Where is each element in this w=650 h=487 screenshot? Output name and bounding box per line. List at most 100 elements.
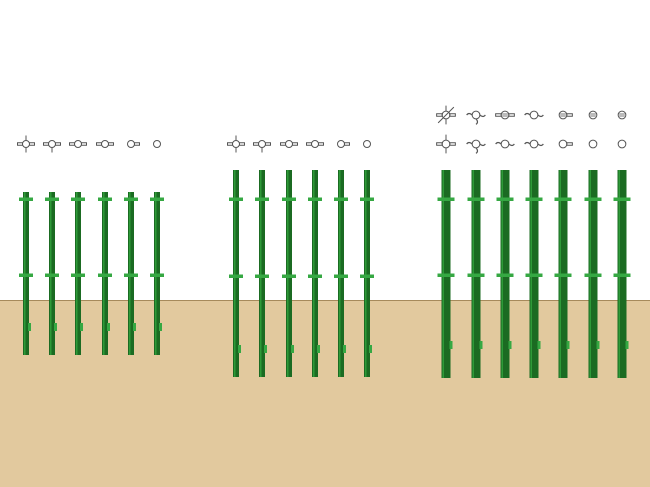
anchor-clip bbox=[264, 345, 267, 353]
rail-bracket bbox=[467, 273, 485, 277]
diagonal-profile-icon bbox=[436, 105, 456, 125]
one-arm-profile-icon bbox=[127, 140, 140, 148]
rail-bracket bbox=[334, 274, 348, 278]
rail-bracket bbox=[255, 274, 269, 278]
anchor-clip bbox=[449, 341, 453, 349]
curved-profile-icon bbox=[466, 110, 486, 125]
anchor-clip bbox=[133, 323, 136, 331]
rail-bracket bbox=[45, 197, 59, 201]
rail-bracket bbox=[437, 273, 455, 277]
group-large bbox=[436, 105, 631, 378]
post-body bbox=[338, 170, 344, 377]
rail-bracket bbox=[584, 273, 602, 277]
rail-bracket bbox=[467, 197, 485, 201]
rail-bracket bbox=[496, 197, 514, 201]
rail-bracket bbox=[255, 197, 269, 201]
two-arm-profile-icon bbox=[69, 140, 87, 148]
rail-bracket bbox=[525, 197, 543, 201]
fence-post bbox=[282, 170, 296, 377]
three-arm-profile-icon bbox=[253, 140, 271, 153]
group-small bbox=[17, 135, 164, 355]
ground bbox=[0, 300, 650, 487]
rail-bracket bbox=[124, 273, 138, 277]
anchor-clip bbox=[238, 345, 241, 353]
two-arm-profile-icon bbox=[96, 140, 114, 148]
anchor-clip bbox=[625, 341, 629, 349]
anchor-clip bbox=[537, 341, 541, 349]
post-body bbox=[364, 170, 370, 377]
rail-bracket bbox=[229, 274, 243, 278]
curved-profile-icon bbox=[495, 139, 515, 149]
one-arm-profile-icon bbox=[337, 140, 350, 148]
striped-round-profile-icon bbox=[495, 110, 515, 120]
anchor-clip bbox=[343, 345, 346, 353]
four-arm-profile-icon bbox=[17, 135, 35, 153]
fence-post bbox=[19, 192, 33, 355]
rail-bracket bbox=[496, 273, 514, 277]
anchor-clip bbox=[54, 323, 57, 331]
curved-profile-icon bbox=[524, 139, 544, 149]
rail-bracket bbox=[229, 197, 243, 201]
curved-profile-icon bbox=[466, 139, 486, 154]
anchor-clip bbox=[479, 341, 483, 349]
fence-post bbox=[229, 170, 243, 377]
rail-bracket bbox=[19, 197, 33, 201]
anchor-clip bbox=[159, 323, 162, 331]
rail-bracket bbox=[71, 197, 85, 201]
rail-bracket bbox=[19, 273, 33, 277]
three-arm-profile-icon bbox=[43, 140, 61, 153]
anchor-clip bbox=[317, 345, 320, 353]
two-arm-profile-icon bbox=[280, 140, 298, 148]
anchor-clip bbox=[80, 323, 83, 331]
anchor-clip bbox=[508, 341, 512, 349]
fence-post bbox=[360, 170, 374, 377]
four-arm-profile-icon bbox=[436, 134, 456, 154]
rail-bracket bbox=[334, 197, 348, 201]
fence-post bbox=[467, 170, 485, 378]
rail-bracket bbox=[360, 274, 374, 278]
fence-post bbox=[496, 170, 514, 378]
fence-post bbox=[124, 192, 138, 355]
rail-bracket bbox=[554, 273, 572, 277]
post-body bbox=[233, 170, 239, 377]
group-medium bbox=[227, 135, 374, 377]
post-body bbox=[286, 170, 292, 377]
fence-post bbox=[98, 192, 112, 355]
anchor-clip bbox=[596, 341, 600, 349]
fence-post bbox=[334, 170, 348, 377]
rail-bracket bbox=[98, 197, 112, 201]
rail-bracket bbox=[45, 273, 59, 277]
round-profile-icon bbox=[588, 139, 598, 149]
fence-post bbox=[308, 170, 322, 377]
fence-post bbox=[525, 170, 543, 378]
anchor-clip bbox=[291, 345, 294, 353]
rail-bracket bbox=[613, 197, 631, 201]
rail-bracket bbox=[71, 273, 85, 277]
round-profile-icon bbox=[153, 140, 161, 148]
fence-post bbox=[45, 192, 59, 355]
anchor-clip bbox=[566, 341, 570, 349]
rail-bracket bbox=[150, 197, 164, 201]
post-body bbox=[259, 170, 265, 377]
rail-bracket bbox=[282, 197, 296, 201]
round-profile-icon bbox=[617, 139, 627, 149]
fence-post bbox=[554, 170, 572, 378]
rail-bracket bbox=[584, 197, 602, 201]
rail-bracket bbox=[360, 197, 374, 201]
fence-post bbox=[255, 170, 269, 377]
rail-bracket bbox=[525, 273, 543, 277]
anchor-clip bbox=[28, 323, 31, 331]
striped-round-profile-icon bbox=[588, 110, 598, 120]
rail-bracket bbox=[124, 197, 138, 201]
fence-post bbox=[613, 170, 631, 378]
anchor-clip bbox=[369, 345, 372, 353]
round-profile-icon bbox=[558, 139, 573, 149]
fence-post bbox=[150, 192, 164, 355]
round-profile-icon bbox=[363, 140, 371, 148]
rail-bracket bbox=[613, 273, 631, 277]
striped-round-profile-icon bbox=[558, 110, 573, 120]
rail-bracket bbox=[554, 197, 572, 201]
curved-profile-icon bbox=[524, 110, 544, 120]
